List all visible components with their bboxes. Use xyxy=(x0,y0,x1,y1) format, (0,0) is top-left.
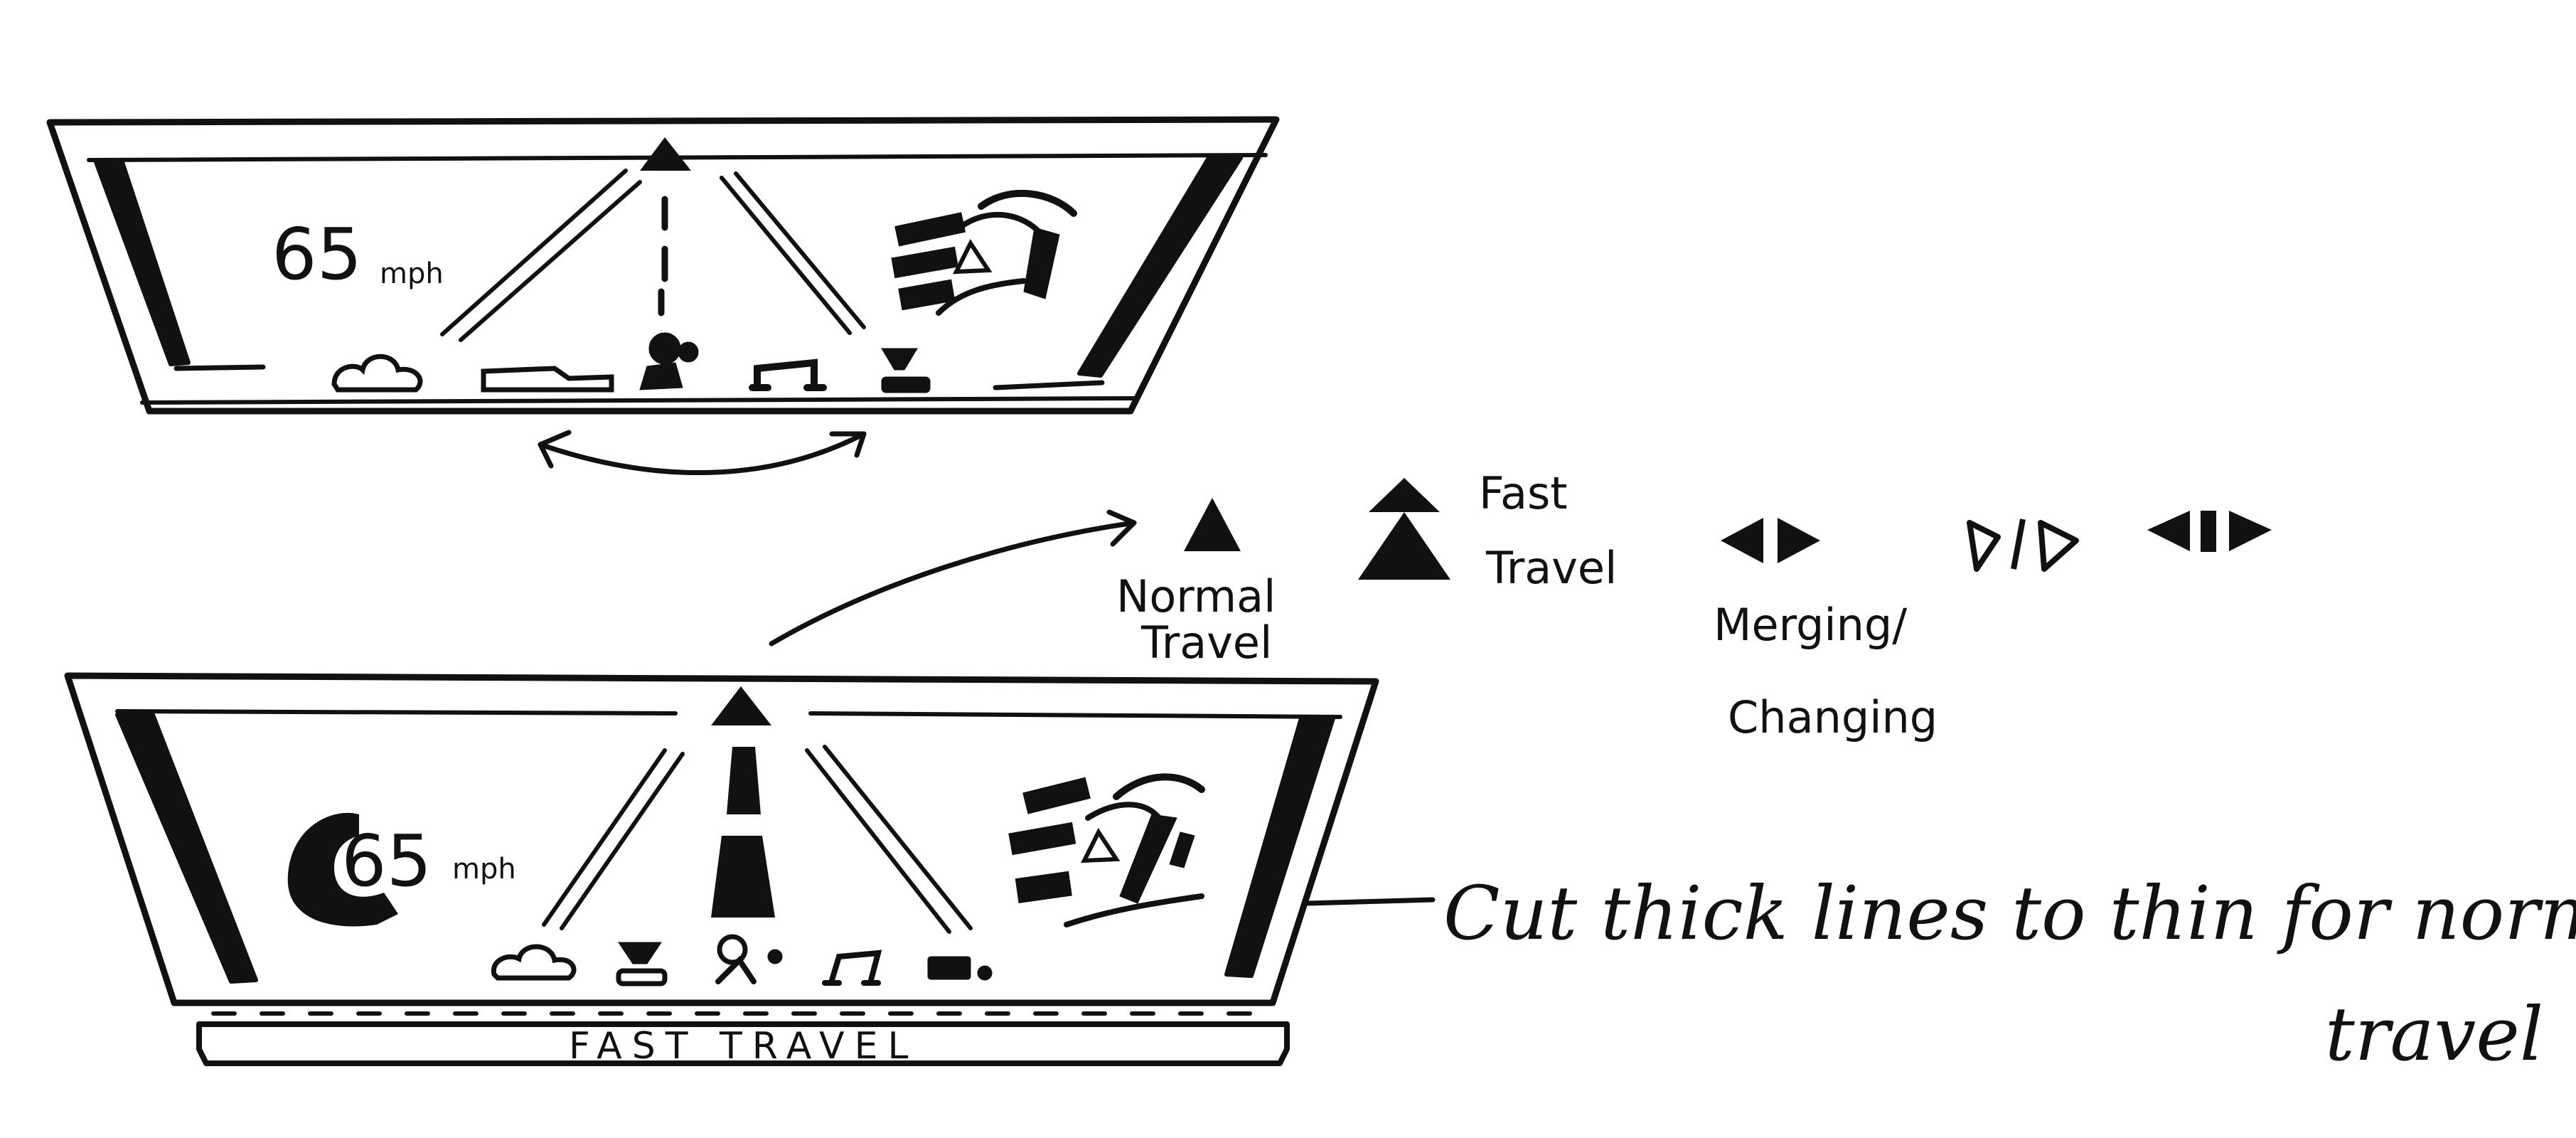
swap-arrow xyxy=(538,430,867,476)
legend-merging-line1: Merging/ xyxy=(1714,599,1907,651)
car-icon xyxy=(481,366,614,393)
lane-change-filled-icon xyxy=(2147,511,2272,552)
hud-bottom-road-left-line xyxy=(542,748,685,930)
hud-bottom-speed-value: 65 xyxy=(341,819,432,903)
hud-bottom-road-right-line xyxy=(805,745,973,934)
annotation-line1: Cut thick lines to thin for normal xyxy=(1443,870,2576,957)
coffee-cup-icon xyxy=(616,942,668,987)
music-note-icon xyxy=(749,358,827,391)
cloud-icon xyxy=(331,353,423,393)
cloud-icon xyxy=(491,944,577,981)
lane-change-outline-icon xyxy=(1967,519,2079,572)
hud-top-speed-value: 65 xyxy=(272,213,362,296)
hud-top-edge-tick-right xyxy=(993,380,1105,390)
pointer-arrow xyxy=(769,509,1137,647)
hud-top-road-left-line xyxy=(440,169,642,342)
hud-top-frame xyxy=(46,116,1280,415)
hud-top-speed-unit: mph xyxy=(380,257,444,290)
hud-bottom-fast-travel-banner-frame xyxy=(196,1021,1290,1066)
person-icon xyxy=(715,934,783,984)
legend-fast-travel-line1: Fast xyxy=(1479,467,1568,519)
legend-normal-travel-line2: Travel xyxy=(1140,617,1272,669)
coffee-cup-icon xyxy=(881,348,931,393)
hud-top xyxy=(46,116,1280,415)
hud-bottom-nav-map-icon xyxy=(1008,773,1205,927)
hud-bottom xyxy=(64,672,1379,1066)
merging-arrows-icon xyxy=(1721,518,1820,563)
person-icon xyxy=(639,332,699,390)
annotation-leader-line xyxy=(1305,897,1436,906)
hud-top-left-edge-bar xyxy=(94,160,191,366)
hud-top-right-edge-bar xyxy=(1077,156,1243,378)
music-note-icon xyxy=(822,950,882,986)
hud-top-media-bar xyxy=(331,332,931,393)
hud-bottom-left-edge-bar xyxy=(115,713,258,984)
hud-bottom-center-lane-markers xyxy=(711,747,775,918)
annotation-line2: travel xyxy=(2325,991,2543,1078)
normal-travel-arrow-icon xyxy=(1184,498,1241,551)
legend-normal-travel-line1: Normal xyxy=(1116,570,1276,622)
hud-bottom-fast-travel-label: FAST TRAVEL xyxy=(569,1025,918,1068)
hud-top-direction-arrow xyxy=(640,137,691,171)
hud-bottom-speed-ring xyxy=(287,812,398,927)
car-icon xyxy=(927,956,993,981)
fast-travel-arrow-icon xyxy=(1358,478,1450,580)
hud-bottom-direction-arrow xyxy=(711,686,771,725)
legend-merging-line2: Changing xyxy=(1728,691,1938,743)
hud-top-road-right-line xyxy=(720,171,866,335)
legend-fast-travel-line2: Travel xyxy=(1485,542,1617,594)
hud-bottom-right-edge-bar xyxy=(1224,716,1335,978)
hud-bottom-media-bar xyxy=(491,934,993,987)
hud-top-center-dashes xyxy=(658,196,668,317)
hud-top-edge-tick-left xyxy=(173,364,266,371)
hud-bottom-frame xyxy=(64,672,1379,1006)
hud-bottom-speed-unit: mph xyxy=(452,853,516,886)
hud-bottom-frame-inner xyxy=(115,709,1342,719)
hud-top-nav-map-icon xyxy=(891,189,1077,316)
